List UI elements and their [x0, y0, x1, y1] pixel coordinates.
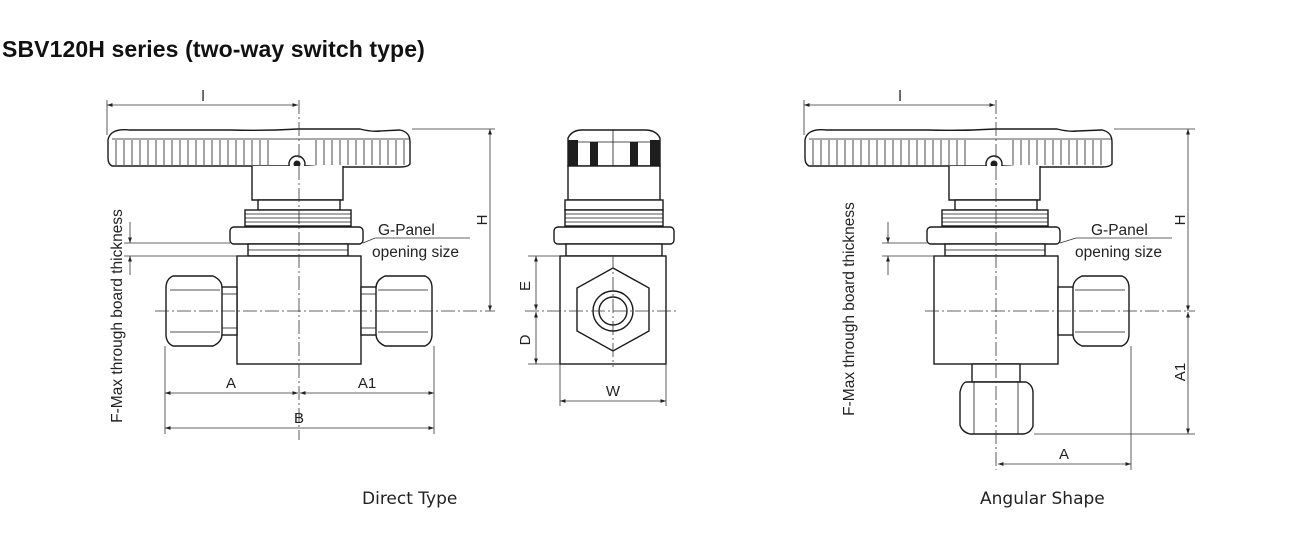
angular-opening-size-label: opening size [1075, 244, 1162, 261]
dimension-e-label: E [517, 281, 534, 291]
page-title: SBV120H series (two-way switch type) [2, 36, 425, 62]
g-panel-label: G-Panel [378, 222, 435, 239]
direct-type-caption: Direct Type [362, 489, 458, 509]
dimension-l-label: l [201, 88, 204, 105]
angular-handle [804, 128, 1113, 173]
angular-dimension-h-label: H [1172, 215, 1189, 226]
angular-shape-caption: Angular Shape [980, 489, 1105, 509]
angular-dimension-a-label: A [1059, 446, 1069, 463]
angular-g-panel-label: G-Panel [1091, 222, 1148, 239]
angular-panel-nut [926, 226, 1061, 245]
dimension-a-label: A [226, 375, 236, 392]
angular-dimension-a1-label: A1 [1172, 363, 1189, 381]
handle [107, 128, 411, 173]
dimension-b-label: B [294, 410, 304, 427]
side-stem [567, 165, 661, 201]
opening-size-label: opening size [372, 244, 459, 261]
angular-f-max-label: F-Max through board thickness [841, 202, 858, 416]
dimension-d-label: D [517, 334, 534, 345]
dimension-w-label: W [606, 383, 621, 400]
dimension-h-label: H [474, 215, 491, 226]
panel-nut [229, 226, 364, 245]
g-panel-leader [362, 237, 376, 244]
side-panel-nut [553, 226, 675, 245]
thread-lines [245, 213, 351, 223]
direct-type-view: l H G-Panel opening size F-Max through b… [106, 88, 495, 440]
handle-end [567, 129, 661, 167]
angular-shape-view: l H A1 G-Panel opening size F-Max throug… [803, 88, 1195, 470]
stem [251, 166, 344, 201]
dimension-a1-label: A1 [358, 375, 376, 392]
angular-handle-grip-lines [809, 138, 1112, 165]
angular-dimension-l-label: l [898, 88, 901, 105]
handle-grip-lines [112, 138, 410, 165]
side-view: E D W [517, 129, 676, 406]
f-max-label: F-Max through board thickness [109, 209, 126, 423]
angular-bottom-fitting [959, 363, 1034, 435]
